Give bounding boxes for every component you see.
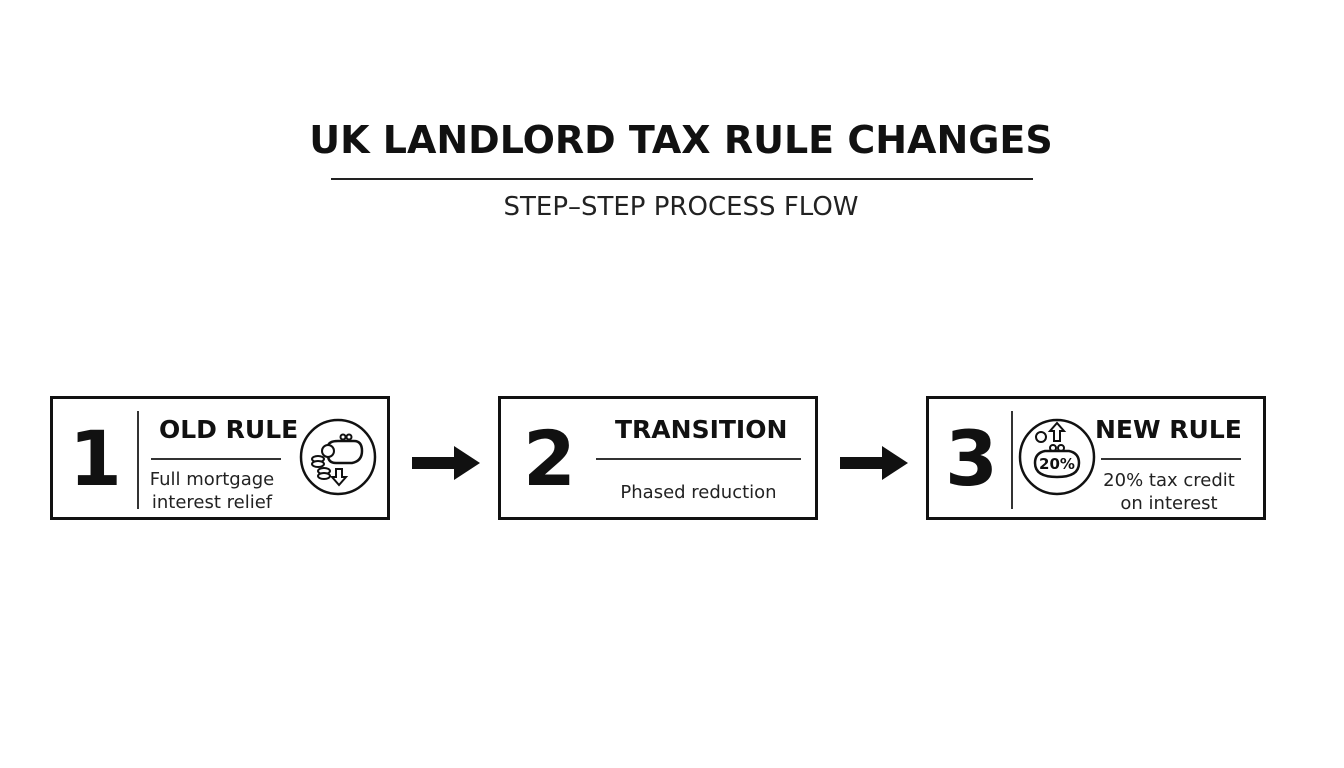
step-1-heading-rule [151, 458, 281, 460]
step-3-box: 3 20% NEW RULE 20% tax credit on interes… [926, 396, 1266, 520]
step-3-description-line-1: 20% tax credit [1103, 470, 1235, 491]
step-1-box: 1 OLD RULE Full mortgage interest relief [50, 396, 390, 520]
step-3-description-line-2: on interest [1120, 493, 1218, 514]
purse-coins-down-icon [298, 417, 378, 501]
step-2-box: 2 TRANSITION Phased reduction [498, 396, 818, 520]
step-1-description-line-2: interest relief [151, 492, 273, 513]
diagram-subtitle: STEP–STEP PROCESS FLOW [503, 192, 859, 222]
purse-coins-up-icon: 20% [1017, 417, 1097, 501]
step-1-description-line-1: Full mortgage [149, 469, 275, 490]
step-2-number: 2 [523, 414, 576, 503]
step-1-heading: OLD RULE [159, 415, 299, 444]
step-3-heading-rule [1101, 458, 1241, 460]
step-3-heading: NEW RULE [1095, 415, 1242, 444]
step-3-description: 20% tax credit on interest [1099, 469, 1239, 515]
step-2-heading: TRANSITION [615, 415, 788, 444]
diagram-title: UK LANDLORD TAX RULE CHANGES [309, 118, 1053, 162]
step-1-number: 1 [69, 414, 122, 503]
step-3-divider [1011, 411, 1013, 509]
step-1-description: Full mortgage interest relief [149, 468, 275, 514]
arrow-right-icon [838, 444, 910, 486]
step-3-number: 3 [945, 414, 998, 503]
title-underline [331, 178, 1033, 180]
step-2-heading-rule [596, 458, 801, 460]
step-2-description: Phased reduction [620, 482, 777, 503]
arrow-right-icon [410, 444, 482, 486]
step-1-divider [137, 411, 139, 509]
icon-percent-label: 20% [1039, 455, 1075, 473]
